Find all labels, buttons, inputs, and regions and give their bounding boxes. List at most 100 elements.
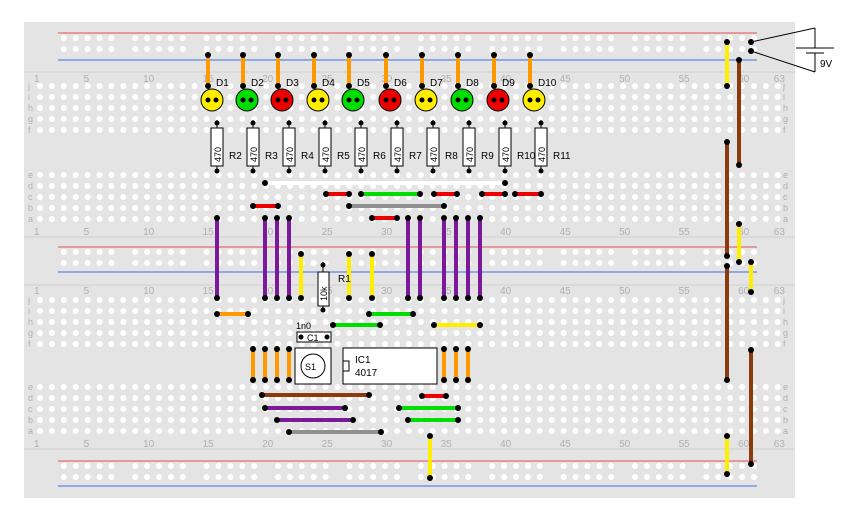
wire-end (465, 377, 471, 383)
hole (524, 172, 531, 178)
wire-end (369, 251, 375, 257)
hole (703, 395, 710, 401)
rail-hole (643, 474, 650, 480)
hole (513, 183, 519, 189)
hole (584, 417, 591, 423)
hole (263, 319, 270, 325)
rail-hole (322, 35, 329, 41)
hole (156, 205, 162, 211)
hole (191, 308, 198, 314)
rail-hole (453, 46, 460, 52)
resistor-label: R3 (265, 151, 278, 162)
rail-hole (655, 46, 662, 52)
hole (48, 384, 55, 390)
rail-hole (560, 46, 567, 52)
hole (37, 319, 43, 325)
hole (120, 395, 127, 401)
hole (239, 216, 246, 222)
hole (310, 297, 317, 303)
hole (144, 94, 151, 100)
hole (144, 384, 151, 390)
wire-end (311, 83, 317, 89)
rail-hole (513, 260, 519, 266)
rail-hole (286, 46, 293, 52)
hole (739, 308, 746, 314)
hole (489, 308, 496, 314)
rail-hole (346, 474, 353, 480)
hole (48, 127, 55, 133)
hole (608, 341, 615, 347)
hole (596, 127, 603, 133)
hole (405, 83, 412, 89)
wire-end (396, 405, 402, 411)
hole (132, 116, 139, 122)
rail-hole (560, 35, 567, 41)
hole (477, 384, 484, 390)
rail-hole (346, 46, 353, 52)
hole (691, 83, 698, 89)
hole (572, 384, 579, 390)
hole (227, 216, 234, 222)
led-body (200, 88, 224, 112)
hole (394, 297, 400, 303)
hole (120, 172, 127, 178)
hole (144, 308, 151, 314)
hole (548, 395, 555, 401)
hole (346, 127, 353, 133)
hole (144, 417, 151, 423)
hole (739, 319, 746, 325)
hole (477, 341, 484, 347)
battery-symbol: 9V (750, 27, 834, 73)
rail-hole (489, 474, 496, 480)
hole (84, 319, 91, 325)
rail-hole (156, 249, 162, 255)
hole (72, 183, 79, 189)
hole (560, 83, 567, 89)
hole (572, 330, 579, 336)
hole (536, 330, 543, 336)
hole (156, 297, 162, 303)
hole (620, 417, 627, 423)
rail-hole (156, 35, 162, 41)
hole (643, 330, 650, 336)
hole (382, 172, 389, 178)
hole (215, 183, 222, 189)
wire-end (350, 417, 356, 423)
hole (572, 194, 579, 200)
wire-end (383, 52, 389, 58)
wire-end (378, 429, 384, 435)
column-number-mid-top: 60 (738, 227, 750, 238)
hole (524, 341, 531, 347)
hole (156, 319, 162, 325)
hole (191, 105, 198, 111)
column-number-mid-top: 63 (774, 227, 786, 238)
hole (60, 308, 67, 314)
hole (132, 308, 139, 314)
hole (524, 417, 531, 423)
hole (679, 127, 686, 133)
rail-hole (715, 474, 722, 480)
hole (37, 105, 43, 111)
rail-hole (513, 474, 519, 480)
rail-hole (667, 474, 674, 480)
hole (108, 94, 115, 100)
resistor-label: R2 (229, 151, 242, 162)
rail-hole (489, 463, 496, 469)
hole (84, 172, 91, 178)
column-number-mid-top: 10 (143, 227, 155, 238)
hole (275, 330, 281, 336)
hole (60, 116, 67, 122)
rail-hole (167, 46, 174, 52)
hole (263, 341, 270, 347)
hole (655, 83, 662, 89)
hole (608, 330, 615, 336)
wire-end (736, 162, 742, 168)
hole (655, 194, 662, 200)
hole (643, 127, 650, 133)
rail-hole (370, 474, 377, 480)
row-letter-bottom: f (783, 339, 786, 349)
hole (144, 341, 151, 347)
led-label: D9 (502, 78, 515, 89)
hole (370, 395, 377, 401)
